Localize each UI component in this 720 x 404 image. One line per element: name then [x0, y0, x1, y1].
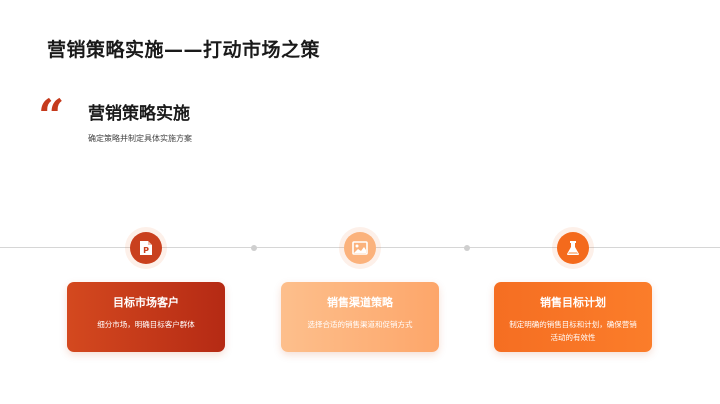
quote-mark-icon: “ — [38, 89, 65, 143]
card-description: 选择合适的销售渠道和促销方式 — [307, 320, 413, 329]
step-card-sales-goals: 销售目标计划 制定明确的销售目标和计划，确保营销活动的有效性 — [494, 282, 652, 352]
svg-text:P: P — [143, 246, 149, 255]
card-description: 制定明确的销售目标和计划，确保营销活动的有效性 — [509, 320, 637, 342]
step-card-target-market: 目标市场客户 细分市场，明确目标客户群体 — [67, 282, 225, 352]
step-1-icon-circle: P — [130, 232, 162, 264]
timeline-dot — [464, 245, 470, 251]
card-description: 细分市场，明确目标客户群体 — [97, 320, 195, 329]
section-title: 营销策略实施 — [88, 104, 190, 124]
presentation-file-icon: P — [140, 241, 152, 255]
step-3-icon-circle — [557, 232, 589, 264]
step-card-sales-channel: 销售渠道策略 选择合适的销售渠道和促销方式 — [281, 282, 439, 352]
timeline-dot — [251, 245, 257, 251]
card-title: 销售渠道策略 — [327, 296, 393, 309]
flask-icon — [567, 241, 579, 255]
card-title: 目标市场客户 — [113, 296, 179, 309]
step-2-icon-circle — [344, 232, 376, 264]
section-subtitle: 确定策略并制定具体实施方案 — [88, 134, 192, 143]
slide-title: 营销策略实施——打动市场之策 — [47, 39, 321, 61]
card-title: 销售目标计划 — [540, 296, 606, 309]
image-icon — [352, 241, 368, 255]
